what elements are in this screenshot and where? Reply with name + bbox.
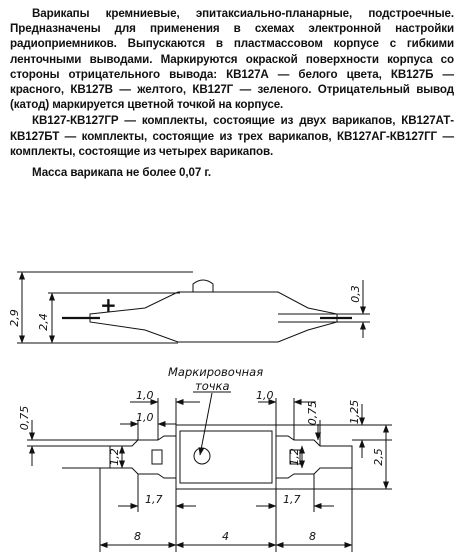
side-view: + 2,9 2,4 0,3 bbox=[8, 271, 370, 344]
paragraph-sets: КВ127-КВ127ГР — комплекты, состоящие из … bbox=[10, 114, 454, 158]
dim-inner-offset: 1,0 bbox=[136, 411, 154, 424]
dim-shoulder-left: 1,7 bbox=[145, 493, 163, 506]
paragraph-mass: Масса варикапа не более 0,07 г. bbox=[32, 166, 212, 180]
top-body-outline bbox=[175, 424, 277, 490]
marking-point-label-2: точка bbox=[195, 379, 230, 393]
top-lead-right bbox=[276, 435, 353, 479]
top-lead-left bbox=[109, 435, 176, 479]
side-body-outline bbox=[89, 291, 338, 343]
marking-dot bbox=[193, 447, 211, 465]
dim-lead-width-left: 1,2 bbox=[108, 448, 121, 466]
polarity-plus-mark: + bbox=[100, 293, 117, 317]
dim-body-step: 1,25 bbox=[348, 400, 361, 425]
dim-pitch-right: 1,0 bbox=[256, 389, 274, 402]
dim-body-width: 2,5 bbox=[372, 448, 385, 466]
dim-lead-length-right: 8 bbox=[309, 530, 316, 543]
description-text: Варикапы кремниевые, эпитаксиально-плана… bbox=[10, 6, 454, 180]
side-top-nub bbox=[192, 279, 214, 292]
dim-body-height: 2,4 bbox=[37, 313, 50, 331]
dim-pitch-left: 1,0 bbox=[136, 389, 154, 402]
dim-lead-gap-right: 0,75 bbox=[306, 401, 319, 426]
dim-shoulder-right: 1,7 bbox=[283, 493, 301, 506]
dim-lead-thickness: 0,3 bbox=[349, 285, 362, 303]
dim-lead-length-left: 8 bbox=[134, 530, 141, 543]
paragraph-description: Варикапы кремниевые, эпитаксиально-плана… bbox=[10, 7, 454, 112]
dim-overall-height: 2,9 bbox=[8, 309, 21, 327]
dim-lead-gap-left: 0,75 bbox=[18, 406, 31, 431]
dim-body-length: 4 bbox=[222, 530, 229, 543]
top-view: 1,0 1,0 1,0 0,75 1,2 1,25 2,5 0,75 1,2 bbox=[18, 389, 392, 552]
marking-point-label: Маркировочная bbox=[168, 365, 263, 379]
dim-lead-width-right: 1,2 bbox=[288, 448, 301, 466]
